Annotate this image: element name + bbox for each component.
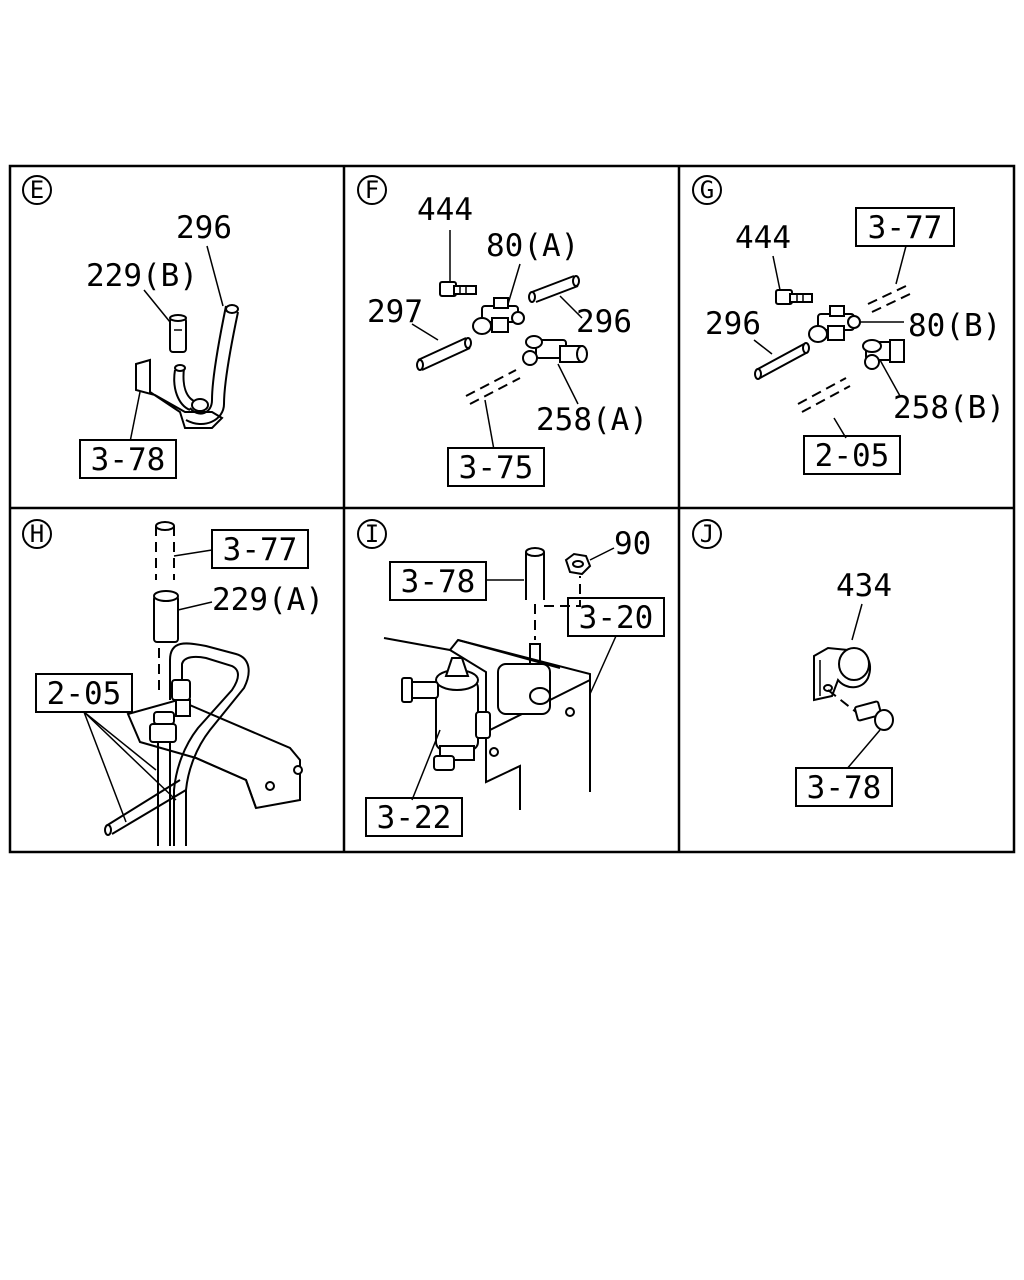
panel-i-tag: I bbox=[365, 520, 379, 548]
ref-e-bracket: 3-78 bbox=[91, 442, 166, 478]
valve-part bbox=[401, 657, 491, 771]
bracket-part bbox=[135, 358, 224, 429]
label-g-pipe-left: 296 bbox=[705, 306, 761, 342]
clip-part bbox=[813, 646, 871, 702]
label-h-spacer: 229(A) bbox=[212, 582, 324, 618]
ref-box-g-pipe-bottom[interactable] bbox=[803, 435, 901, 475]
label-f-pipe-right: 296 bbox=[576, 304, 632, 340]
pipe-parts bbox=[104, 642, 250, 846]
tee-part bbox=[808, 305, 861, 343]
ref-box-j-bolt[interactable] bbox=[795, 767, 893, 807]
mount-bracket bbox=[126, 698, 303, 810]
label-f-connector: 258(A) bbox=[536, 402, 648, 438]
panel-h-tag: H bbox=[30, 520, 44, 548]
bolt-part bbox=[439, 281, 477, 297]
hose-part bbox=[185, 304, 239, 425]
diagram-grid bbox=[8, 164, 1016, 854]
label-g-tee: 80(B) bbox=[908, 308, 1001, 344]
ref-g-pipe-bottom: 2-05 bbox=[815, 438, 890, 474]
ref-f-pipe: 3-75 bbox=[459, 450, 534, 486]
panel-i: I 90 3-78 3-20 3-22 bbox=[357, 519, 665, 837]
connector-part bbox=[862, 339, 905, 370]
panel-j: J 434 3-78 bbox=[692, 519, 894, 807]
fitting-parts bbox=[149, 679, 191, 743]
tee-part bbox=[472, 297, 525, 335]
bracket-part bbox=[383, 637, 591, 810]
panel-g: G 444 296 80(B) 258(B) 3-77 2-05 bbox=[692, 175, 1005, 475]
label-i-nut: 90 bbox=[614, 526, 651, 562]
pipe-parts bbox=[754, 285, 911, 413]
hose-part bbox=[525, 547, 545, 640]
panel-f-tag: F bbox=[365, 176, 379, 204]
ref-box-f-pipe[interactable] bbox=[447, 447, 545, 487]
ref-i-valve: 3-22 bbox=[377, 800, 452, 836]
panel-e: E 296 229(B) 3-78 bbox=[22, 175, 239, 479]
spacer-part bbox=[153, 590, 179, 643]
label-j-clip: 434 bbox=[836, 568, 892, 604]
ref-box-i-valve[interactable] bbox=[365, 797, 463, 837]
ref-h-pipes: 2-05 bbox=[47, 676, 122, 712]
panel-e-tag: E bbox=[30, 176, 44, 204]
ref-i-hose: 3-78 bbox=[401, 564, 476, 600]
label-g-connector: 258(B) bbox=[893, 390, 1005, 426]
ref-box-h-pipe-top[interactable] bbox=[211, 529, 309, 569]
label-e-spacer: 229(B) bbox=[86, 258, 198, 294]
label-g-bolt: 444 bbox=[735, 220, 791, 256]
label-e-hose: 296 bbox=[176, 210, 232, 246]
panel-f: F 444 80(A) 296 297 258(A) bbox=[357, 175, 648, 487]
ref-j-bolt: 3-78 bbox=[807, 770, 882, 806]
bolt-part bbox=[854, 700, 894, 731]
connector-part bbox=[522, 335, 588, 366]
panel-j-tag: J bbox=[700, 520, 714, 548]
ref-i-bracket: 3-20 bbox=[579, 600, 654, 636]
ref-g-pipe-top: 3-77 bbox=[868, 210, 943, 246]
ref-box-i-hose[interactable] bbox=[389, 561, 487, 601]
panel-g-tag: G bbox=[700, 176, 714, 204]
panel-h: H 3-77 229(A) 2-05 bbox=[22, 519, 324, 846]
ref-h-pipe-top: 3-77 bbox=[223, 532, 298, 568]
spacer-part bbox=[169, 314, 187, 353]
label-f-tee: 80(A) bbox=[486, 228, 579, 264]
nut-part bbox=[564, 552, 592, 576]
label-f-pipe-left: 297 bbox=[367, 294, 423, 330]
label-f-bolt: 444 bbox=[417, 192, 473, 228]
ref-box-g-pipe-top[interactable] bbox=[855, 207, 955, 247]
pipe-parts bbox=[416, 275, 580, 405]
ref-box-e-bracket[interactable] bbox=[79, 439, 177, 479]
bolt-part bbox=[775, 289, 813, 305]
